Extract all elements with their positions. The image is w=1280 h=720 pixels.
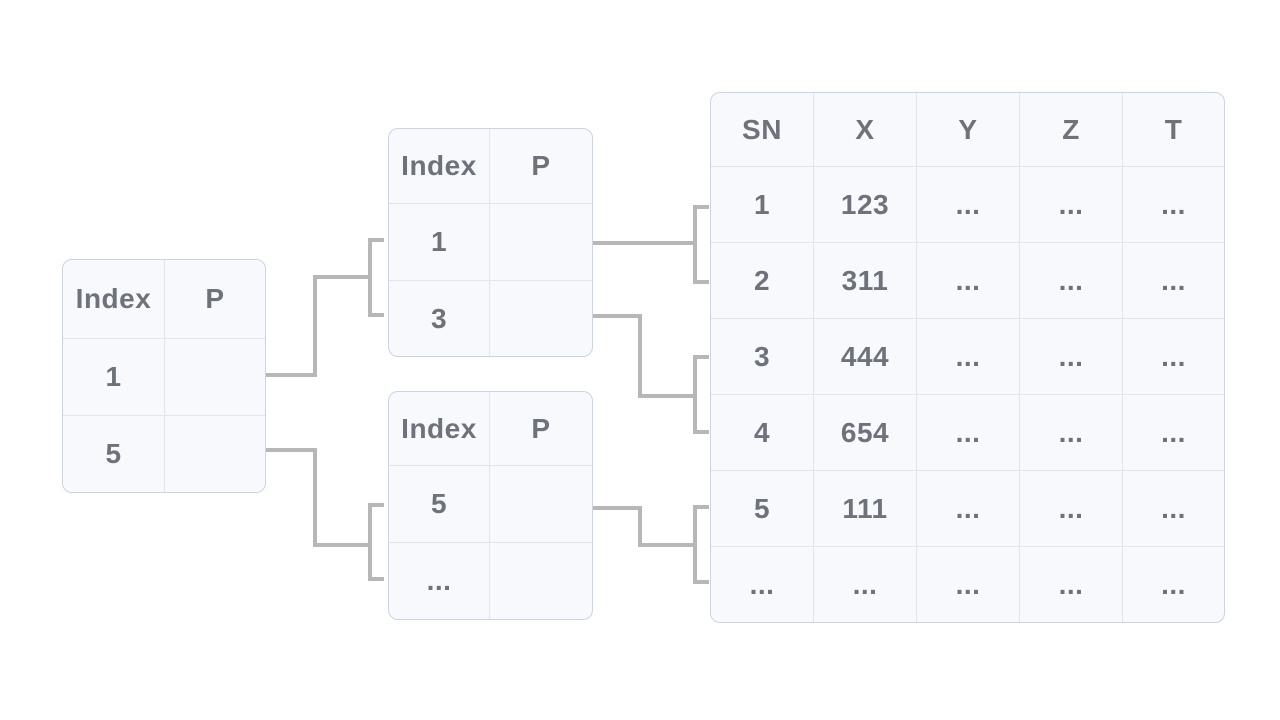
table-cell: ...: [1122, 318, 1224, 394]
table-row: ...: [389, 542, 592, 619]
data-table: SN X Y Z T 1 123 ... ... ... 2 311 ... .…: [710, 92, 1225, 623]
bracket-rows12-tick-bottom: [693, 280, 709, 284]
table-cell: 123: [813, 166, 916, 242]
table-cell: ...: [1122, 166, 1224, 242]
inner-index-table-bottom: Index P 5 ...: [388, 391, 593, 620]
table-cell: ...: [916, 470, 1019, 546]
table-cell: ...: [1122, 470, 1224, 546]
table-cell: ...: [916, 318, 1019, 394]
table-cell: 1: [711, 166, 813, 242]
table-cell: ...: [916, 546, 1019, 622]
table-cell: ...: [1122, 242, 1224, 318]
table-cell: 5: [63, 415, 164, 492]
bracket-rows12-tick-top: [693, 205, 709, 209]
table-cell: 111: [813, 470, 916, 546]
table-cell: 3: [711, 318, 813, 394]
outer-index-table: Index P 1 5: [62, 259, 266, 493]
table-cell: ...: [1122, 394, 1224, 470]
table-cell: 1: [389, 203, 489, 280]
connector-outer1-horizontal2: [315, 275, 370, 279]
table-cell: 3: [389, 280, 489, 356]
bracket-rows34-vertical: [693, 355, 697, 434]
connector-outer5-horizontal2: [315, 543, 370, 547]
column-header: P: [164, 260, 265, 338]
column-header: SN: [742, 113, 782, 145]
table-cell: [489, 542, 592, 619]
table-cell: ...: [1019, 470, 1122, 546]
table-cell: [489, 465, 592, 542]
table-cell: ...: [1019, 394, 1122, 470]
column-header: Y: [916, 93, 1019, 166]
table-row: 3 444 ... ... ...: [711, 318, 1224, 394]
column-header: Index: [401, 150, 477, 181]
column-header: Z: [1019, 93, 1122, 166]
table-row: ... ... ... ... ...: [711, 546, 1224, 622]
table-row: 2 311 ... ... ...: [711, 242, 1224, 318]
connector-outer5-vertical: [313, 448, 317, 547]
bracket-innertop-tick-top: [368, 238, 384, 242]
table-cell: 311: [813, 242, 916, 318]
table-cell: ...: [916, 242, 1019, 318]
bracket-rows56-vertical: [693, 505, 697, 584]
connector-outer5-horizontal: [243, 448, 317, 452]
table-row: 5: [389, 465, 592, 542]
table-cell: ...: [813, 546, 916, 622]
bracket-rows56-tick-top: [693, 505, 709, 509]
table-cell: ...: [1122, 546, 1224, 622]
table-cell: ...: [916, 394, 1019, 470]
bracket-rows34-tick-bottom: [693, 430, 709, 434]
connector-outer1-horizontal: [243, 373, 317, 377]
table-row: 5: [63, 415, 265, 492]
column-header: Index: [401, 412, 477, 444]
table-cell: [164, 415, 265, 492]
table-row: 3: [389, 280, 592, 356]
bracket-innertop-vertical: [368, 238, 372, 317]
table-row: 1: [63, 338, 265, 415]
table-cell: ...: [1019, 242, 1122, 318]
connector-inner3-horizontal2: [640, 394, 695, 398]
connector-inner1-horizontal: [533, 241, 695, 245]
table-cell: 5: [711, 470, 813, 546]
table-cell: [489, 203, 592, 280]
table-cell: 5: [389, 465, 489, 542]
column-header: X: [813, 93, 916, 166]
table-cell: 1: [63, 338, 164, 415]
connector-outer1-vertical: [313, 275, 317, 377]
table-row: 4 654 ... ... ...: [711, 394, 1224, 470]
table-cell: ...: [1019, 546, 1122, 622]
table-cell: ...: [916, 166, 1019, 242]
table-cell: 4: [711, 394, 813, 470]
table-row: 1: [389, 203, 592, 280]
column-header: T: [1122, 93, 1224, 166]
table-row: 1 123 ... ... ...: [711, 166, 1224, 242]
table-cell: ...: [389, 542, 489, 619]
bracket-rows56-tick-bottom: [693, 580, 709, 584]
table-cell: [164, 338, 265, 415]
connector-inner5-horizontal2: [640, 543, 695, 547]
column-header: P: [489, 392, 592, 465]
table-cell: 444: [813, 318, 916, 394]
connector-inner3-vertical: [638, 314, 642, 398]
bracket-innerbottom-vertical: [368, 503, 372, 581]
bracket-rows34-tick-top: [693, 355, 709, 359]
bracket-innerbottom-tick-bottom: [368, 577, 384, 581]
bracket-innertop-tick-bottom: [368, 313, 384, 317]
inner-index-table-top: Index P 1 3: [388, 128, 593, 357]
table-cell: 654: [813, 394, 916, 470]
column-header: Index: [75, 283, 152, 314]
table-cell: ...: [1019, 166, 1122, 242]
connector-inner5-vertical: [638, 506, 642, 547]
bracket-innerbottom-tick-top: [368, 503, 384, 507]
table-row: 5 111 ... ... ...: [711, 470, 1224, 546]
column-header: P: [489, 129, 592, 203]
table-cell: ...: [711, 546, 813, 622]
table-cell: ...: [1019, 318, 1122, 394]
bracket-rows12-vertical: [693, 205, 697, 284]
table-cell: 2: [711, 242, 813, 318]
table-cell: [489, 280, 592, 356]
